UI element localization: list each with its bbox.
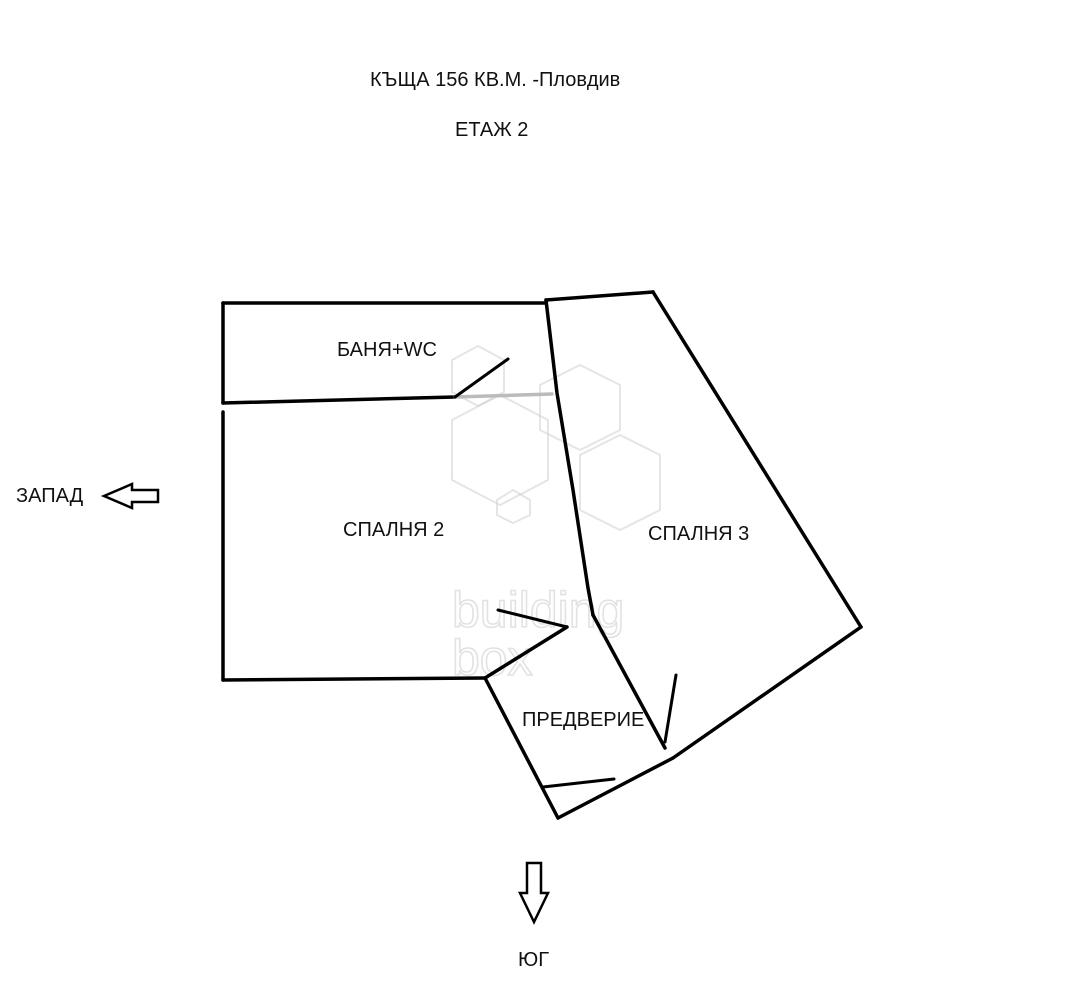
door-bed3	[663, 673, 678, 744]
wall-bed3-east	[651, 290, 863, 629]
walls	[221, 290, 863, 820]
room-bedroom2-label: СПАЛНЯ 2	[343, 519, 445, 541]
floor-label: ЕТАЖ 2	[455, 119, 529, 141]
compass-west-label: ЗАПАД	[16, 485, 84, 507]
door-bed2	[496, 608, 569, 629]
south-arrow-icon	[518, 861, 550, 925]
wall-hall-west	[483, 676, 560, 820]
plan-title: КЪЩА 156 КВ.М. -Пловдив	[370, 69, 621, 91]
room-hall-label: ПРЕДВЕРИЕ	[522, 709, 645, 731]
room-bedroom3-label: СПАЛНЯ 3	[648, 523, 750, 545]
room-bath-label: БАНЯ+WC	[337, 339, 437, 361]
wall-hall-bed3	[591, 613, 667, 750]
wall-bath-bed2-grey	[453, 392, 554, 399]
wall-bed3-south	[671, 625, 863, 760]
doors	[453, 357, 678, 789]
door-entrance	[541, 777, 616, 789]
wall-bed3-north	[544, 290, 655, 302]
wall-hall-north	[483, 625, 569, 680]
door-bath	[453, 357, 510, 399]
west-arrow-icon	[100, 482, 160, 510]
compass-south-label: ЮГ	[518, 949, 550, 971]
wall-bed2-south	[221, 676, 487, 682]
wall-hall-south	[556, 756, 675, 820]
wall-bath-bed2	[221, 395, 457, 405]
wall-central	[544, 298, 595, 617]
watermark-text-line1: building	[452, 582, 624, 638]
